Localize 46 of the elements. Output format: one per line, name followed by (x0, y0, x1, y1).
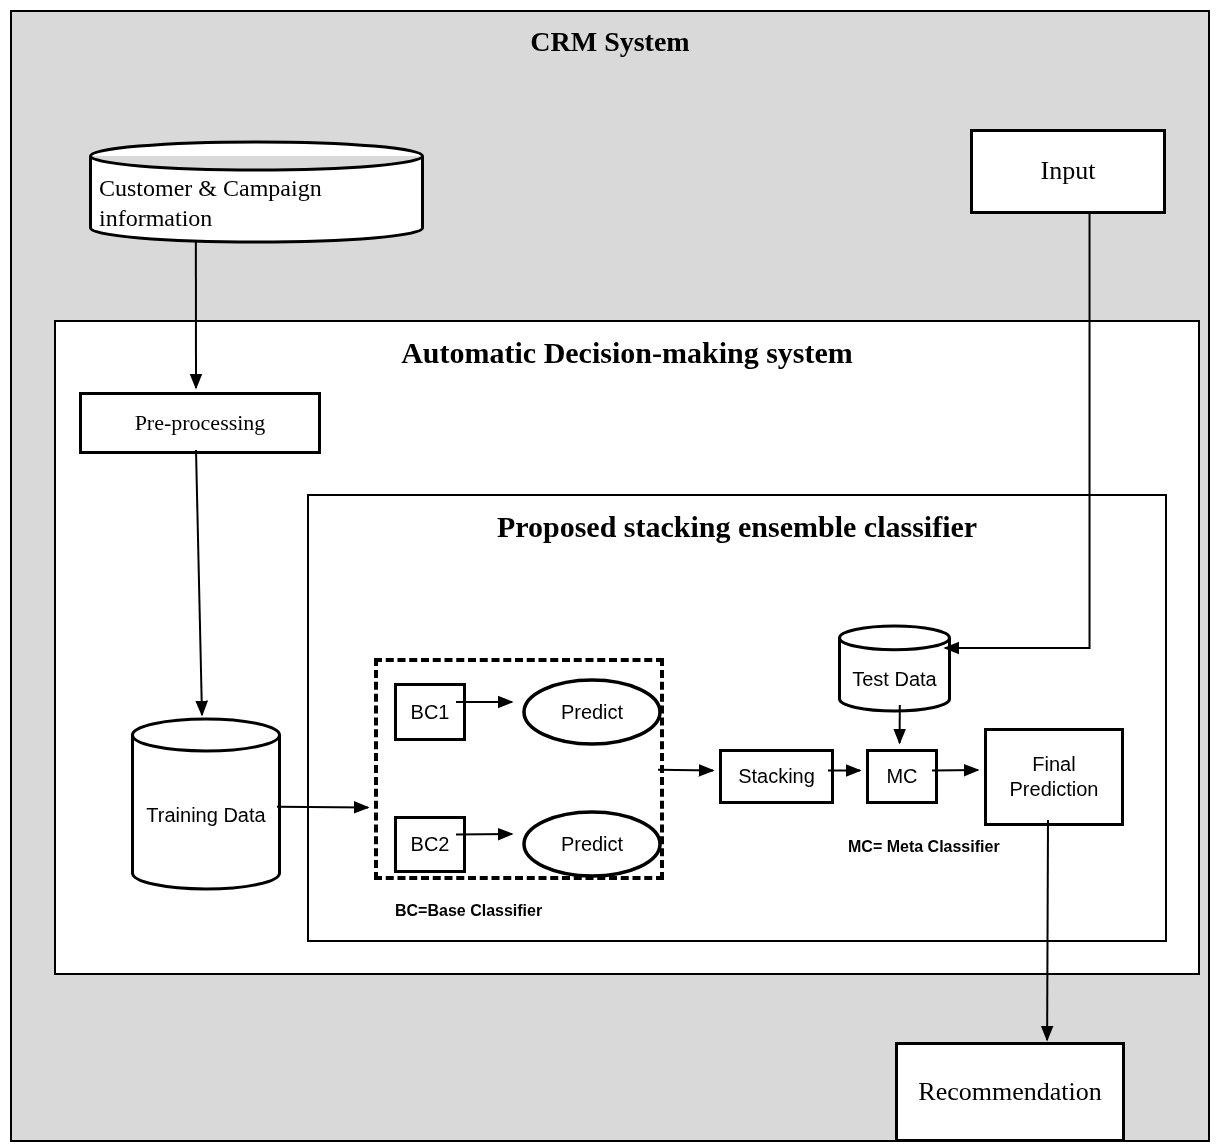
arrow (943, 211, 1091, 655)
node-label: MC (885, 764, 919, 789)
process-box (895, 1042, 1125, 1142)
process-box (866, 749, 938, 804)
node-label: Predict (559, 699, 625, 725)
note-text: MC= Meta Classifier (848, 838, 1001, 856)
database-cylinder (838, 626, 951, 711)
node-label: Recommendation (917, 1075, 1103, 1108)
node-label: Pre-processing (133, 409, 267, 437)
panel-title: CRM System (529, 26, 691, 58)
process-box (719, 749, 834, 804)
arrow (455, 827, 514, 841)
database-cylinder (89, 142, 424, 242)
node-label: Customer & Campaign information (98, 174, 323, 233)
arrow (455, 695, 514, 709)
panel-title: Proposed stacking ensemble classifier (495, 510, 979, 544)
arrow (931, 763, 980, 777)
system-panel (54, 320, 1200, 975)
arrow (276, 800, 370, 814)
node-label: BC2 (409, 832, 451, 857)
arrow (893, 704, 907, 745)
node-label: Predict (559, 831, 625, 857)
node-label: Final Prediction (1008, 752, 1100, 802)
process-box (394, 816, 466, 873)
dashed-group-box (374, 658, 664, 880)
process-box (79, 392, 321, 454)
process-box (984, 728, 1124, 826)
node-label: Training Data (145, 802, 267, 828)
system-panel (307, 494, 1167, 942)
node-label: Stacking (737, 764, 816, 789)
database-cylinder (131, 719, 281, 889)
process-ellipse (522, 678, 662, 746)
arrow (657, 763, 715, 777)
panel-title: Automatic Decision-making system (400, 336, 854, 370)
node-label: Input (1039, 155, 1097, 188)
arrow (827, 764, 862, 777)
system-panel (10, 10, 1210, 1142)
process-ellipse (522, 810, 662, 878)
arrow (1040, 819, 1054, 1042)
arrow (189, 239, 203, 390)
note-text: BC=Base Classifier (395, 902, 544, 920)
process-box (970, 129, 1166, 214)
node-label: BC1 (409, 699, 451, 725)
arrow (195, 449, 209, 717)
process-box (394, 683, 466, 741)
node-label: Test Data (851, 667, 938, 692)
